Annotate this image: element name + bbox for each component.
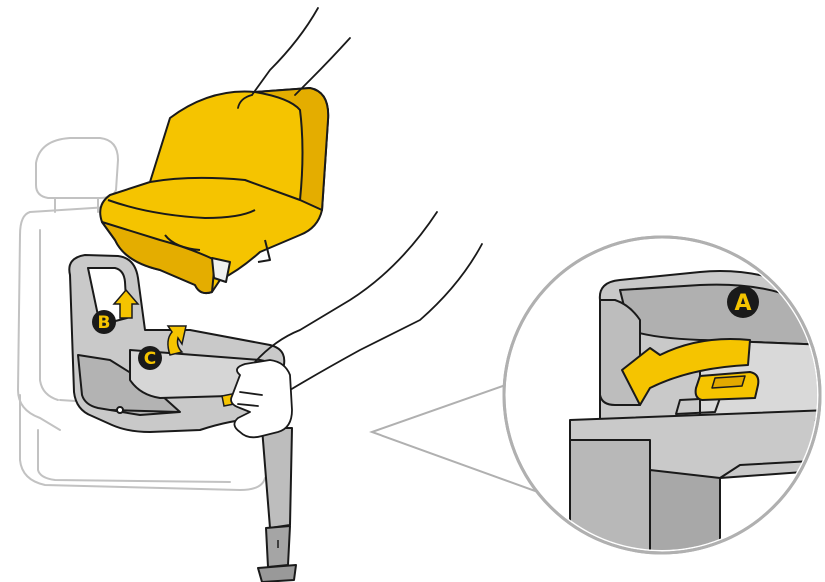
badge-a: A: [727, 286, 759, 318]
zoom-detail: [500, 230, 825, 560]
child-seat-shell: [100, 88, 328, 293]
badge-c-label: C: [144, 349, 156, 369]
badge-c: C: [138, 346, 162, 370]
badge-b: B: [92, 310, 116, 334]
badge-b-label: B: [98, 313, 111, 333]
badge-a-label: A: [734, 291, 751, 316]
